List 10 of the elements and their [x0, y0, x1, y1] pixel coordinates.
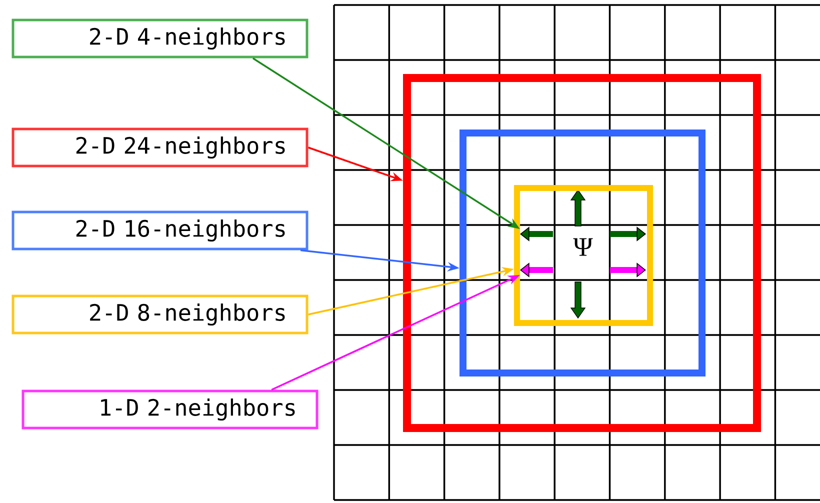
neighbor-arrows-drawing	[520, 262, 646, 278]
neighborhood-square	[403, 74, 762, 432]
symbol-label: Ψ	[573, 238, 593, 256]
label-box: 2-D 8-neighbors	[12, 294, 308, 334]
label-box: 1-D 2-neighbors	[22, 390, 318, 430]
neighborhood-square	[460, 130, 706, 376]
label-box: 2-D 16-neighbors	[12, 210, 308, 250]
label-box: 2-D 4-neighbors	[12, 18, 308, 58]
label-box: 2-D 24-neighbors	[12, 128, 308, 168]
neighborhood-square	[514, 185, 653, 326]
